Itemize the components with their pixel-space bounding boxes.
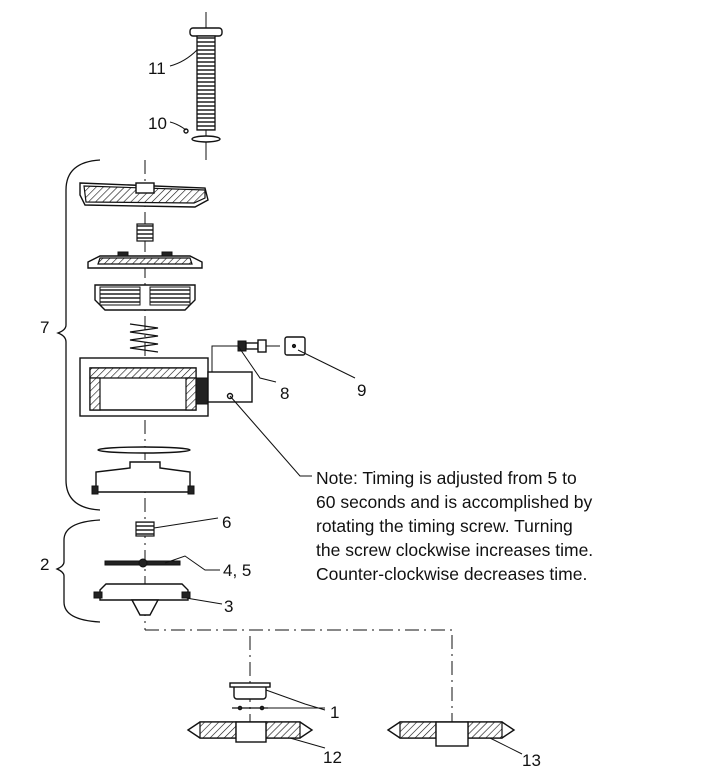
base-part-13 bbox=[386, 721, 516, 747]
washer-part-10 bbox=[183, 128, 221, 143]
label-2: 2 bbox=[40, 555, 49, 574]
label-1: 1 bbox=[330, 703, 339, 722]
bracket-part-2 bbox=[55, 519, 101, 623]
bottom-cover bbox=[91, 461, 195, 495]
label-3: 3 bbox=[224, 597, 233, 616]
note-line-3: rotating the timing screw. Turning bbox=[316, 516, 573, 536]
main-housing bbox=[79, 357, 253, 417]
leader-lines bbox=[153, 49, 523, 755]
label-10: 10 bbox=[148, 114, 167, 133]
coil-assembly bbox=[94, 284, 196, 311]
connector-line bbox=[145, 629, 453, 725]
gasket-ring bbox=[97, 446, 191, 454]
label-9: 9 bbox=[357, 381, 366, 400]
label-11: 11 bbox=[148, 59, 166, 78]
disc-part-4-5 bbox=[104, 558, 181, 568]
note-line-1: Note: Timing is adjusted from 5 to bbox=[316, 468, 577, 488]
timing-screw-part-11 bbox=[189, 27, 223, 131]
base-seat-part-3 bbox=[93, 583, 191, 616]
note-line-2: 60 seconds and is accomplished by bbox=[316, 492, 593, 512]
label-7: 7 bbox=[40, 318, 49, 337]
spring-part-6 bbox=[135, 521, 155, 537]
top-cap bbox=[79, 182, 209, 208]
small-spring bbox=[136, 223, 154, 242]
timing-note: Note: Timing is adjusted from 5 to 60 se… bbox=[316, 468, 593, 584]
bracket-part-7 bbox=[56, 159, 101, 511]
large-spring bbox=[129, 323, 159, 353]
label-4-5: 4, 5 bbox=[223, 561, 251, 580]
note-line-5: Counter-clockwise decreases time. bbox=[316, 564, 587, 584]
label-13: 13 bbox=[522, 751, 541, 770]
base-part-12 bbox=[186, 721, 314, 743]
note-line-4: the screw clockwise increases time. bbox=[316, 540, 593, 560]
valve-fitting-part-8 bbox=[211, 339, 267, 372]
plug-part-1 bbox=[229, 682, 271, 711]
label-12: 12 bbox=[323, 748, 342, 767]
label-6: 6 bbox=[222, 513, 231, 532]
label-8: 8 bbox=[280, 384, 289, 403]
diaphragm-plate bbox=[87, 251, 203, 269]
